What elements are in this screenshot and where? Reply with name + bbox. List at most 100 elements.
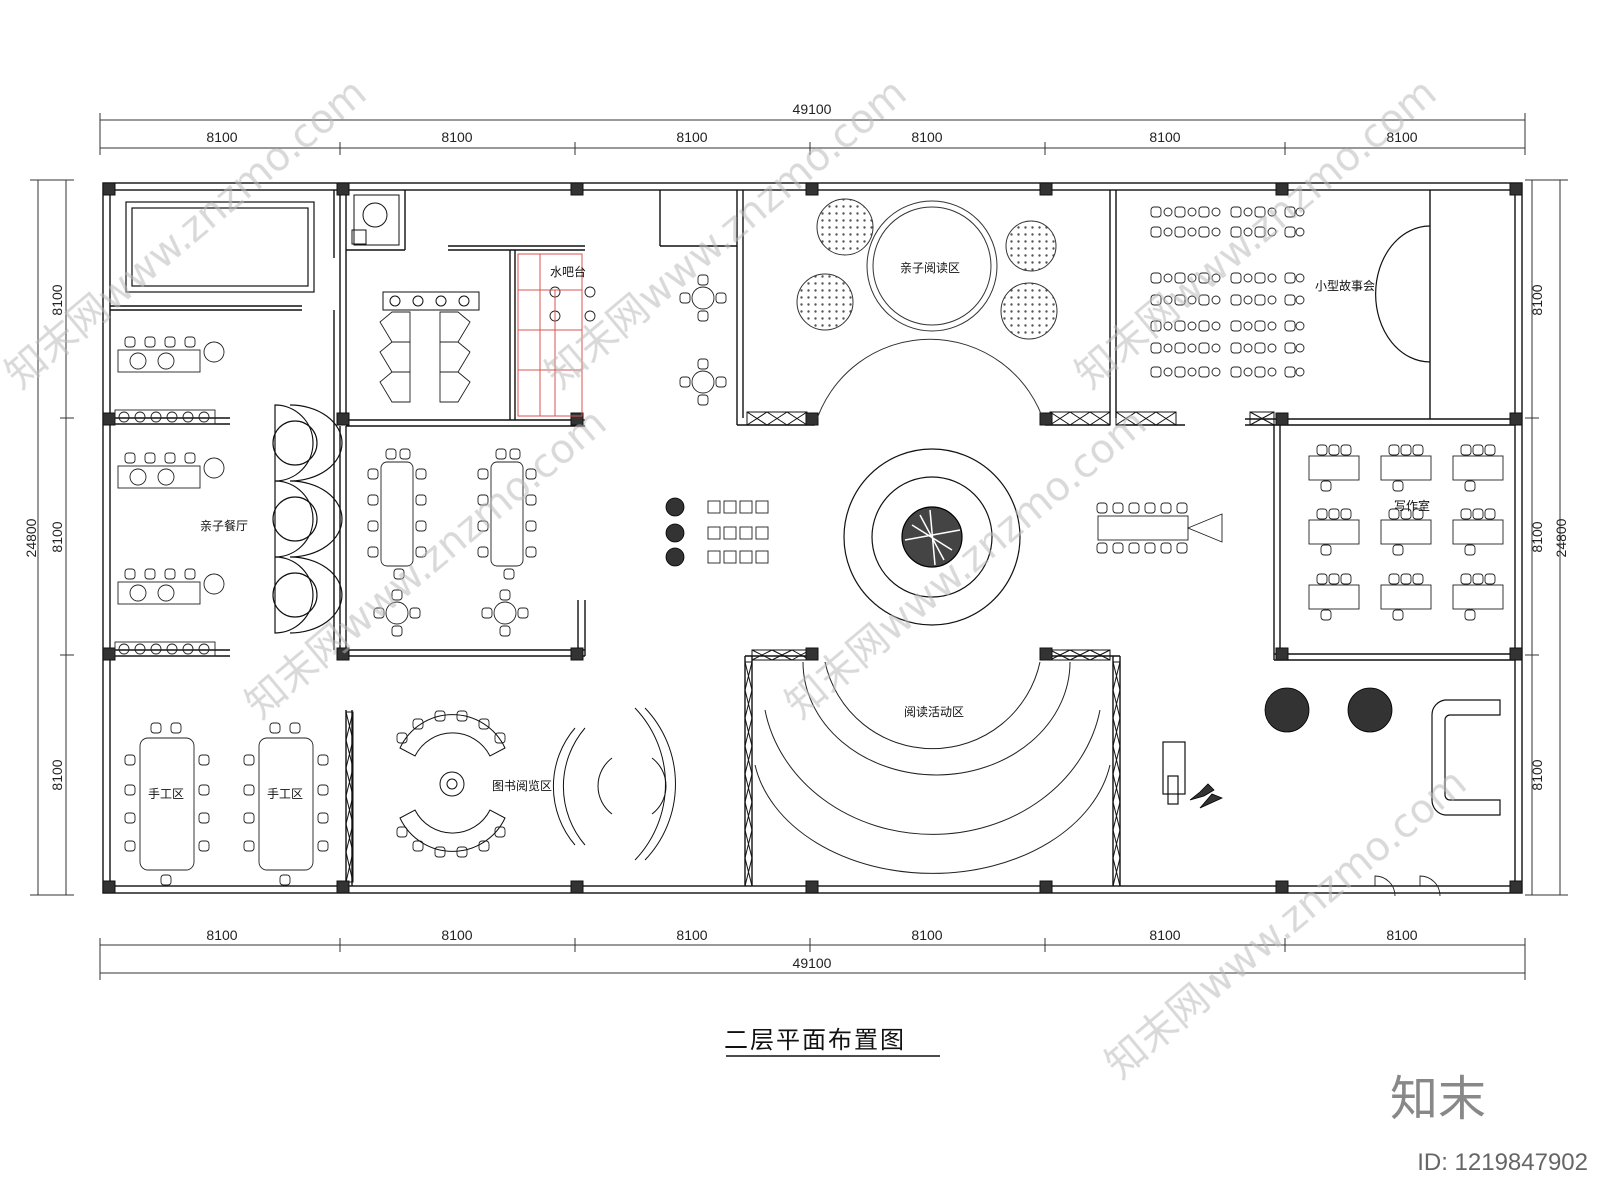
chair-icon	[1320, 544, 1332, 556]
chair-icon	[1230, 294, 1242, 306]
chair-icon	[124, 336, 136, 348]
chair-icon	[1320, 480, 1332, 492]
chair-icon	[1460, 573, 1472, 585]
chair-icon	[144, 568, 156, 580]
seat-icon	[1267, 227, 1277, 237]
chair-icon	[289, 722, 301, 734]
chair-icon	[1160, 502, 1172, 514]
chair-icon	[494, 732, 506, 744]
chair-icon	[715, 292, 727, 304]
dining-table-icon	[117, 349, 201, 373]
chair-icon	[1400, 508, 1412, 520]
chair-icon	[1254, 366, 1266, 378]
chair-icon	[679, 292, 691, 304]
chair-icon	[1400, 573, 1412, 585]
seat-icon	[1295, 207, 1305, 217]
chair-icon	[1464, 544, 1476, 556]
seat-icon	[1267, 367, 1277, 377]
chair-icon	[385, 448, 397, 460]
chair-icon	[243, 812, 255, 824]
chair-icon	[198, 784, 210, 796]
chair-icon	[396, 732, 408, 744]
display-shelf-icon	[739, 500, 753, 514]
seat-icon	[1163, 207, 1173, 217]
brand-logo: 知末	[1390, 1071, 1486, 1127]
display-shelf-icon	[739, 550, 753, 564]
dim-total-bottom: 49100	[793, 955, 832, 971]
seat-icon	[1187, 227, 1197, 237]
chair-icon	[1388, 444, 1400, 456]
seat-icon	[1243, 273, 1253, 283]
seat-icon	[1211, 273, 1221, 283]
chair-icon	[317, 754, 329, 766]
chair-icon	[1412, 508, 1424, 520]
chair-icon	[1328, 444, 1340, 456]
seat-icon	[1295, 367, 1305, 377]
room-label-craft-1: 手工区	[148, 787, 184, 801]
stall-icon	[379, 371, 411, 403]
chair-icon	[269, 722, 281, 734]
dim-total-left: 24800	[23, 518, 39, 557]
plant-pot-icon	[134, 643, 146, 655]
chair-icon	[1472, 508, 1484, 520]
chair-icon	[367, 546, 379, 558]
chair-icon	[1254, 320, 1266, 332]
chair-icon	[1230, 320, 1242, 332]
watermark-6: 知末网www.znzmo.com	[1097, 760, 1475, 1088]
craft-table-icon	[258, 737, 314, 871]
seat-icon	[1295, 273, 1305, 283]
stall-icon	[379, 311, 411, 343]
seat-icon	[1267, 295, 1277, 305]
chair-icon	[525, 546, 537, 558]
chair-icon	[279, 874, 291, 886]
chair-icon	[1464, 480, 1476, 492]
service-desk	[1162, 699, 1501, 816]
chair-icon	[396, 826, 408, 838]
chair-icon	[317, 784, 329, 796]
chair-icon	[478, 840, 490, 852]
image-id: ID: 1219847902	[1417, 1149, 1588, 1176]
chair-icon	[243, 784, 255, 796]
chair-icon	[415, 468, 427, 480]
chair-icon	[1174, 320, 1186, 332]
seat-icon	[1163, 343, 1173, 353]
chair-icon	[1150, 366, 1162, 378]
chair-icon	[1254, 342, 1266, 354]
plant-pot-icon	[182, 411, 194, 423]
room-label-writing-room: 写作室	[1394, 498, 1430, 513]
chair-icon	[1320, 609, 1332, 621]
chair-icon	[477, 494, 489, 506]
chair-icon	[1316, 573, 1328, 585]
chair-icon	[1128, 502, 1140, 514]
bar-stool-icon	[584, 286, 596, 298]
dining-table-icon	[117, 465, 201, 489]
dim-bay-right-1: 8100	[1529, 284, 1545, 315]
chair-icon	[1150, 320, 1162, 332]
chair-icon	[1150, 294, 1162, 306]
chair-icon	[393, 568, 405, 580]
room-label-family-dining: 亲子餐厅	[200, 518, 248, 533]
chair-icon	[1388, 573, 1400, 585]
dim-bay-bottom-3: 8100	[676, 927, 707, 943]
chair-icon	[412, 718, 424, 730]
seat-icon	[1187, 367, 1197, 377]
desk-icon	[1308, 584, 1360, 610]
chair-icon	[679, 376, 691, 388]
reading-pods	[796, 198, 1058, 426]
right-dimensions	[1525, 179, 1568, 896]
chair-icon	[1198, 206, 1210, 218]
chair-icon	[525, 468, 537, 480]
planter-box-icon	[114, 641, 216, 657]
chair-icon	[481, 607, 493, 619]
chair-icon	[1284, 342, 1296, 354]
chair-icon	[1340, 508, 1352, 520]
watermark-5: 知末网www.znzmo.com	[777, 400, 1155, 728]
dim-bay-bottom-1: 8100	[206, 927, 237, 943]
chair-icon	[477, 468, 489, 480]
chair-icon	[1284, 272, 1296, 284]
chair-icon	[1284, 226, 1296, 238]
plant-pot-icon	[198, 411, 210, 423]
projector-icon	[1186, 513, 1223, 543]
chair-icon	[499, 625, 511, 637]
chair-icon	[509, 448, 521, 460]
